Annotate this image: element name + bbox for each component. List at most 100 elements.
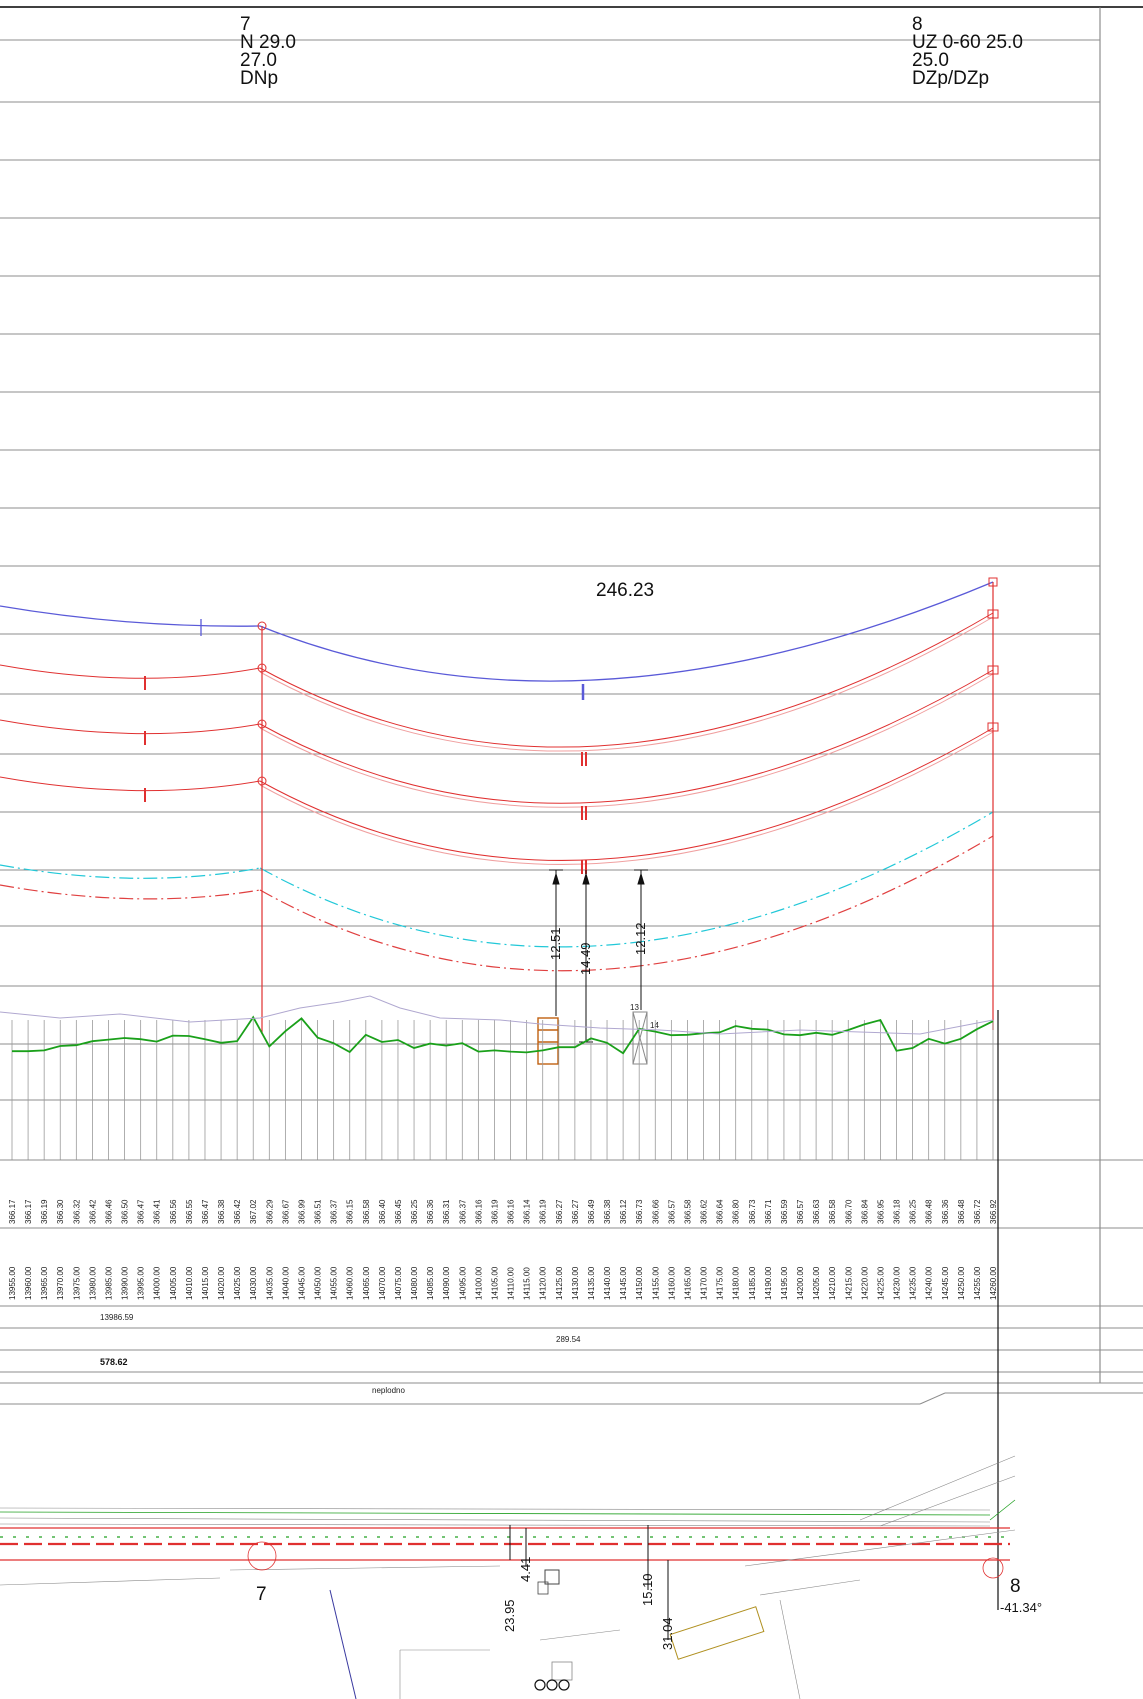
elevation-value: 366.37 [458, 1199, 467, 1224]
elevation-value: 366.36 [426, 1199, 435, 1224]
elevation-value: 366.37 [330, 1199, 339, 1224]
elevation-value: 367.02 [249, 1199, 258, 1224]
plan-tower-8-label: 8 [1010, 1576, 1021, 1597]
tower-7-mast [257, 621, 267, 1034]
chainage-value: 14155.00 [651, 1266, 660, 1300]
chainage-value: 14160.00 [667, 1266, 676, 1300]
elevation-value: 366.41 [153, 1199, 162, 1224]
chainage-value: 14030.00 [249, 1266, 258, 1300]
elevation-value: 366.95 [876, 1199, 885, 1224]
clearance-dimensions [549, 869, 648, 1043]
chainage-value: 13970.00 [56, 1266, 65, 1300]
elevation-value: 366.50 [121, 1199, 130, 1224]
chainage-value: 14225.00 [876, 1266, 885, 1300]
plan-view [0, 1010, 1016, 1699]
plan-distance-3: 15.10 [640, 1573, 655, 1606]
elevation-value: 366.27 [571, 1199, 580, 1224]
plan-tower-7-label: 7 [256, 1584, 267, 1605]
object-label-14: 14 [650, 1021, 659, 1030]
chainage-value: 14115.00 [523, 1267, 532, 1300]
drawing-frame [0, 6, 1143, 1383]
chainage-value: 14035.00 [265, 1266, 274, 1300]
object-label-13: 13 [630, 1003, 639, 1012]
elevation-value: 366.66 [651, 1199, 660, 1224]
tower-7-header: 7 N 29.0 27.0 DNp [240, 14, 296, 89]
elevation-value: 366.62 [700, 1199, 709, 1224]
elevation-value: 366.19 [40, 1199, 49, 1224]
chainage-value: 14085.00 [426, 1266, 435, 1300]
chainage-value: 14050.00 [314, 1266, 323, 1300]
chainage-value: 14055.00 [330, 1266, 339, 1300]
chainage-value: 13955.00 [8, 1266, 17, 1300]
elevation-value: 366.46 [104, 1199, 113, 1224]
elevation-value: 366.49 [587, 1199, 596, 1224]
elevation-value: 366.25 [909, 1199, 918, 1224]
elevation-value: 366.55 [185, 1199, 194, 1224]
elevation-value: 366.64 [716, 1199, 725, 1224]
chainage-value: 14045.00 [297, 1266, 306, 1300]
chainage-value: 14250.00 [957, 1266, 966, 1300]
tower-8-number: 8 [912, 14, 923, 35]
chainage-value: 14190.00 [764, 1266, 773, 1300]
elevation-value: 366.92 [989, 1199, 998, 1224]
elevation-value: 366.67 [281, 1199, 290, 1224]
phase-conductors [0, 612, 994, 874]
elevation-value: 366.47 [137, 1199, 146, 1224]
chainage-value: 14100.00 [474, 1266, 483, 1300]
elevation-value: 366.57 [796, 1199, 805, 1224]
chainage-value: 14215.00 [844, 1266, 853, 1300]
elevation-value: 366.58 [362, 1199, 371, 1224]
plan-distance-4: 31.04 [660, 1617, 675, 1650]
chainage-value: 13980.00 [88, 1266, 97, 1300]
elevation-value: 366.42 [233, 1199, 242, 1224]
elevation-value: 366.59 [780, 1199, 789, 1224]
chainage-value: 13985.00 [104, 1266, 113, 1300]
elevation-value: 366.29 [265, 1199, 274, 1224]
tower-8-function: DZp/DZp [912, 68, 989, 89]
chainage-value: 14185.00 [748, 1266, 757, 1300]
chainage-value: 14125.00 [555, 1266, 564, 1300]
clearance-label-1: 12.51 [548, 927, 563, 960]
elevation-value: 366.84 [860, 1199, 869, 1224]
elevation-value: 366.40 [378, 1199, 387, 1224]
chainage-value: 14070.00 [378, 1266, 387, 1300]
chainage-value: 14110.00 [507, 1267, 516, 1300]
cumulative-distance: 578.62 [100, 1357, 128, 1367]
elevation-value: 366.36 [941, 1199, 950, 1224]
plan-tower-8-angle: -41.34° [1000, 1600, 1042, 1615]
earth-wire [0, 581, 994, 700]
chainage-value: 14015.00 [201, 1266, 210, 1300]
terrain-profile [0, 995, 994, 1055]
chainage-value: 14025.00 [233, 1266, 242, 1300]
chainage-value: 13975.00 [72, 1266, 81, 1300]
elevation-value: 366.16 [474, 1199, 483, 1224]
tower-8-type: UZ 0-60 25.0 [912, 32, 1023, 53]
chainage-value: 14255.00 [973, 1266, 982, 1300]
chainage-value: 14040.00 [281, 1266, 290, 1300]
chainage-value: 14235.00 [909, 1266, 918, 1300]
elevation-value: 366.31 [442, 1199, 451, 1224]
chainage-value: 14220.00 [860, 1266, 869, 1300]
land-use-label: neplodno [372, 1386, 405, 1395]
chainage-value: 14130.00 [571, 1266, 580, 1300]
chainage-value: 14260.00 [989, 1266, 998, 1300]
elevation-value: 366.73 [748, 1199, 757, 1224]
chainage-value: 14135.00 [587, 1266, 596, 1300]
elevation-value: 366.42 [88, 1199, 97, 1224]
elevation-value: 366.47 [201, 1199, 210, 1224]
elevation-value: 366.38 [217, 1199, 226, 1224]
elevation-value: 366.15 [346, 1199, 355, 1224]
elevation-value: 366.18 [893, 1199, 902, 1224]
chainage-value: 13965.00 [40, 1266, 49, 1300]
elevation-value: 366.30 [56, 1199, 65, 1224]
elevation-value: 366.72 [973, 1199, 982, 1224]
elevation-value: 366.58 [683, 1199, 692, 1224]
chainage-value: 14200.00 [796, 1266, 805, 1300]
station-lines [11, 1020, 994, 1160]
elevation-value: 366.45 [394, 1199, 403, 1224]
chainage-value: 14150.00 [635, 1266, 644, 1300]
tower-7-number: 7 [240, 14, 251, 35]
span-mid-distance: 289.54 [556, 1335, 581, 1344]
elevation-value: 366.48 [925, 1199, 934, 1224]
